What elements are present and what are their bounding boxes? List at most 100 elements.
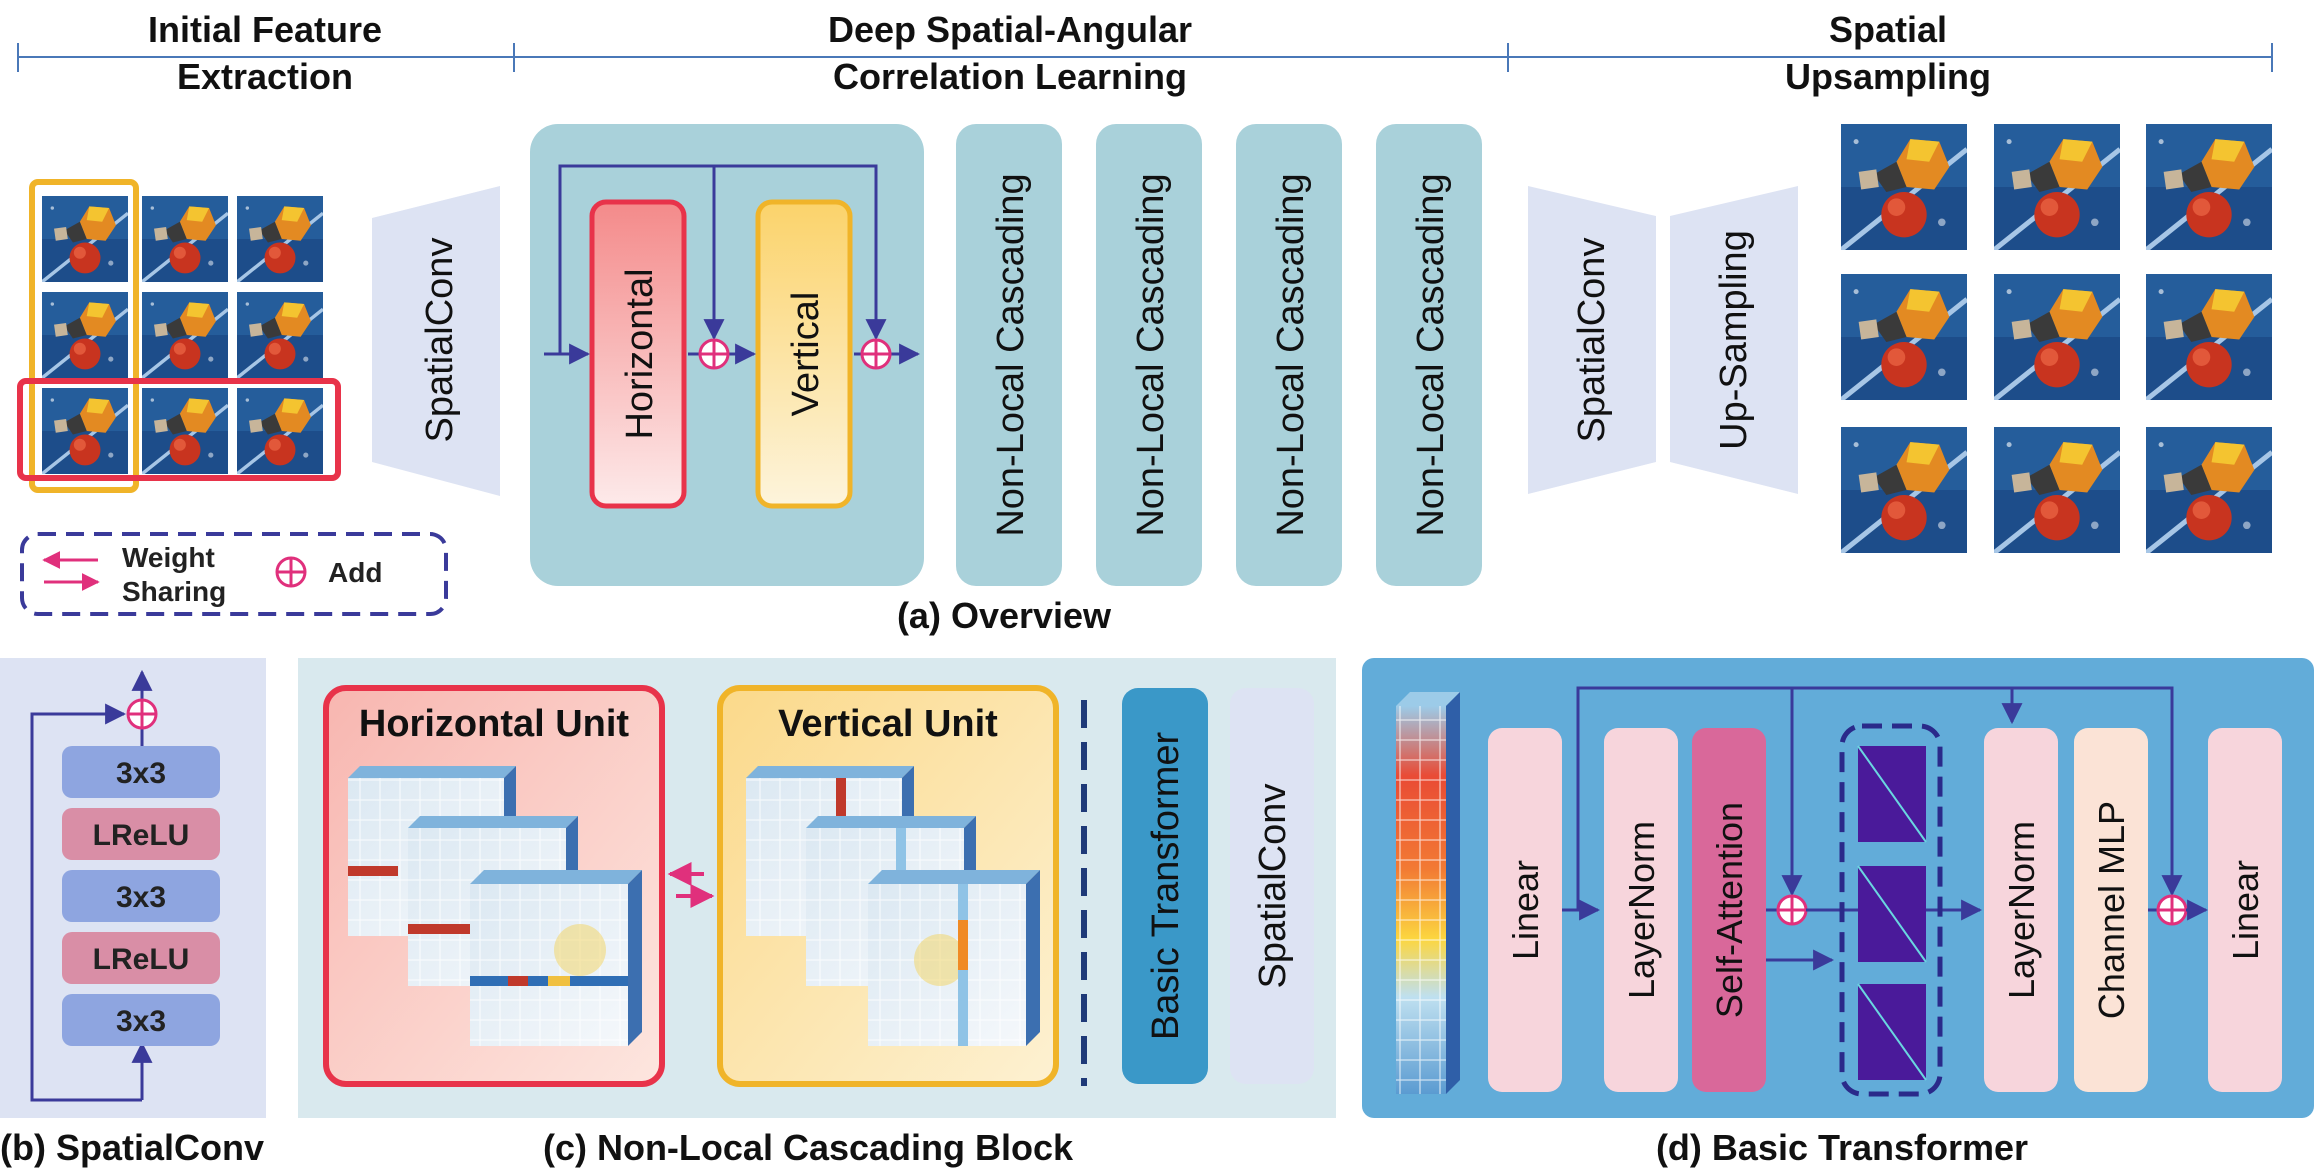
add-icon	[1776, 894, 1808, 926]
vertical-label: Vertical	[785, 292, 827, 417]
upsampling-trapezoid	[1670, 186, 1798, 494]
lf-view	[42, 292, 128, 378]
output-light-field	[1841, 124, 2272, 553]
spatialconv-label: SpatialConv	[1252, 784, 1294, 989]
residual-connection	[30, 703, 142, 1102]
vertical-feature-stack	[746, 766, 1040, 1046]
nonlocal-block-label: Non-Local Cascading	[1270, 173, 1312, 536]
nonlocal-block	[1096, 124, 1202, 586]
layer-label: LReLU	[93, 819, 190, 852]
spatialconv-out-label: SpatialConv	[1571, 238, 1613, 443]
legend-weight-label: Weight	[122, 542, 215, 573]
layernorm-1-box	[1604, 728, 1678, 1092]
stage-header: Initial Feature Extraction Deep Spatial-…	[17, 9, 2273, 97]
self-attention-box	[1692, 728, 1766, 1092]
lf-view	[142, 388, 228, 474]
nonlocal-caption: (c) Non-Local Cascading Block	[543, 1127, 1074, 1168]
spatialconv-caption: (b) SpatialConv	[0, 1127, 264, 1168]
upsampling-stage: SpatialConv Up-Sampling	[1528, 186, 1798, 494]
linear-in-box	[1488, 728, 1562, 1092]
vertical-box	[755, 199, 853, 509]
upsampling-label: Up-Sampling	[1713, 230, 1755, 450]
attention-map-group-box	[1839, 723, 1943, 1097]
stage1-title: Initial Feature	[148, 9, 382, 50]
layernorm-2-label: LayerNorm	[2001, 821, 2042, 999]
attention-map	[1857, 865, 1927, 963]
conv3x3-layer	[62, 746, 220, 798]
stage2-title: Correlation Learning	[833, 56, 1187, 97]
lf-view	[42, 388, 128, 474]
lf-view-hr	[2146, 427, 2272, 553]
spatialconv-in-label: SpatialConv	[419, 238, 461, 443]
skip-connection	[1576, 686, 1803, 910]
self-attention-label: Self-Attention	[1709, 802, 1750, 1018]
lrelu-layer	[62, 808, 220, 860]
lf-view	[237, 196, 323, 282]
linear-in-label: Linear	[1505, 860, 1546, 960]
linear-out-box	[2208, 728, 2282, 1092]
lf-view-hr	[2146, 274, 2272, 400]
spatialconv-box	[1230, 688, 1314, 1084]
lf-view	[42, 196, 128, 282]
nonlocal-block	[1376, 124, 1482, 586]
vertical-unit-label: Vertical Unit	[778, 703, 998, 745]
conv3x3-layer	[62, 994, 220, 1046]
add-icon	[860, 338, 892, 370]
basic-transformer-label: Basic Transformer	[1145, 732, 1187, 1041]
nonlocal-block	[956, 124, 1062, 586]
legend-box	[20, 532, 448, 616]
lf-view	[237, 388, 323, 474]
lf-view-hr	[1841, 124, 1967, 250]
horizontal-label: Horizontal	[619, 268, 661, 439]
layer-label: 3x3	[116, 881, 166, 914]
lf-view-hr	[2146, 124, 2272, 250]
nonlocal-block	[1236, 124, 1342, 586]
nonlocal-detail-block: Horizontal Vertical	[530, 124, 924, 586]
attention-map	[1857, 745, 1927, 843]
channel-mlp-label: Channel MLP	[2091, 801, 2132, 1019]
horizontal-box	[589, 199, 687, 509]
input-feature-column	[1396, 692, 1460, 1094]
legend-weight-label: Sharing	[122, 576, 226, 607]
skip-connection	[1792, 686, 2183, 897]
spatialconv-in: SpatialConv	[372, 186, 500, 496]
horizontal-feature-stack	[348, 766, 642, 1046]
transformer-panel: Linear LayerNorm Self-Attention	[1362, 658, 2314, 1118]
nonlocal-block-label: Non-Local Cascading	[1410, 173, 1452, 536]
lf-view	[142, 292, 228, 378]
add-icon	[126, 698, 158, 730]
legend-add-label: Add	[328, 557, 382, 588]
channel-mlp-box	[2074, 728, 2148, 1092]
add-icon	[2156, 894, 2188, 926]
overview-caption: (a) Overview	[897, 595, 1112, 636]
stage3-title: Upsampling	[1785, 56, 1991, 97]
nonlocal-block-label: Non-Local Cascading	[990, 173, 1032, 536]
legend: Weight Sharing Add	[20, 532, 448, 616]
layernorm-1-label: LayerNorm	[1621, 821, 1662, 999]
linear-out-label: Linear	[2225, 860, 2266, 960]
stage1-title: Extraction	[177, 56, 353, 97]
lf-view-hr	[1994, 427, 2120, 553]
layernorm-2-box	[1984, 728, 2058, 1092]
spatialconv-panel: 3x3 LReLU 3x3 LReLU 3x3	[0, 658, 266, 1118]
lrelu-layer	[62, 932, 220, 984]
transformer-caption: (d) Basic Transformer	[1656, 1127, 2028, 1168]
stage2-title: Deep Spatial-Angular	[828, 9, 1192, 50]
add-icon	[698, 338, 730, 370]
layer-label: 3x3	[116, 757, 166, 790]
lf-view-hr	[1841, 427, 1967, 553]
horizontal-selection-box	[17, 378, 341, 481]
vertical-selection-box	[29, 179, 139, 493]
nonlocal-cascading-stack: Non-Local Cascading Non-Local Cascading …	[956, 124, 1482, 586]
attention-maps	[1839, 723, 1943, 1097]
horizontal-unit-label: Horizontal Unit	[359, 703, 630, 745]
feature-slice	[868, 870, 1040, 1046]
add-icon	[275, 556, 307, 588]
lf-view-hr	[1994, 274, 2120, 400]
skip-connection	[558, 164, 887, 354]
lf-view	[237, 292, 323, 378]
conv3x3-layer	[62, 870, 220, 922]
spatialconv-out-trapezoid	[1528, 186, 1656, 494]
spatialconv-trapezoid	[372, 186, 500, 496]
basic-transformer-box	[1122, 688, 1208, 1084]
